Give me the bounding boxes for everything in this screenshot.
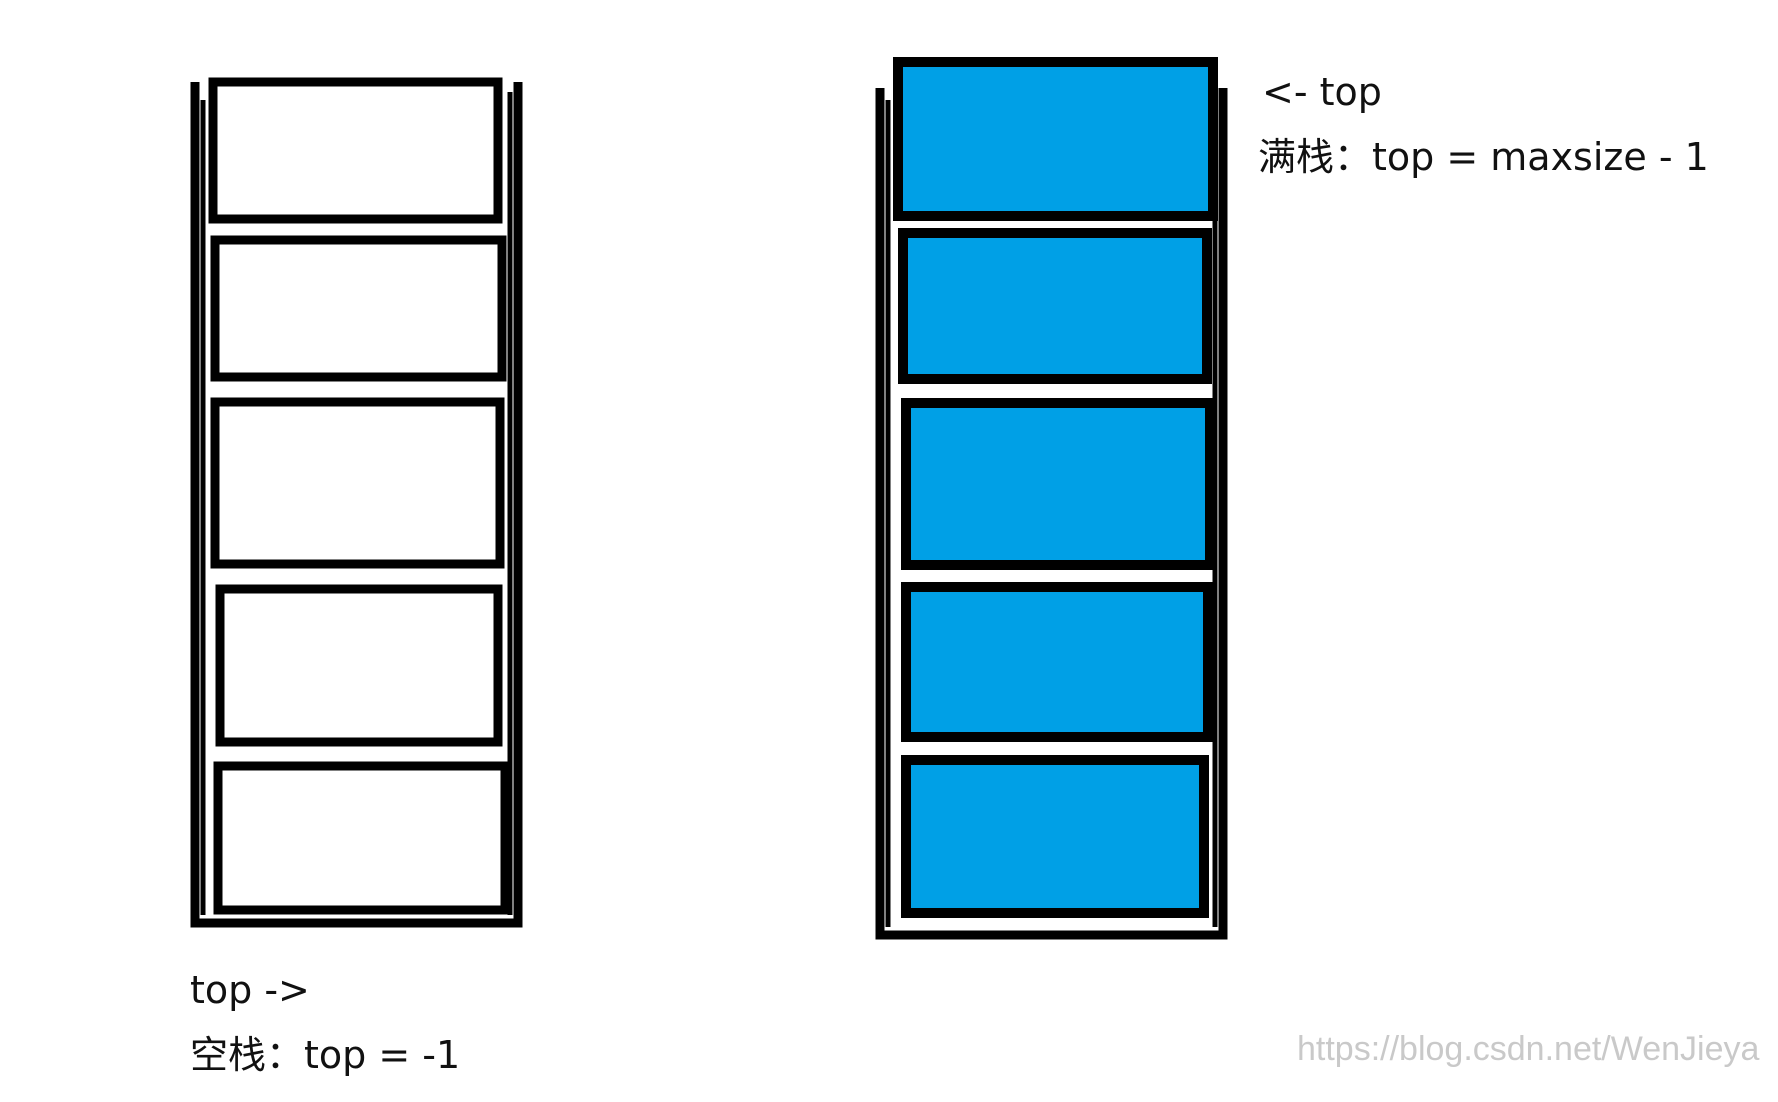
full-stack-pointer-label: <- top	[1262, 70, 1382, 114]
empty-stack-slot	[210, 235, 507, 382]
full-stack	[875, 57, 1228, 940]
full-stack-slot	[898, 228, 1212, 384]
full-stack-slot	[893, 57, 1218, 221]
empty-stack-caption: 空栈：top = -1	[190, 1033, 460, 1077]
empty-stack-slot	[210, 397, 505, 569]
empty-stack-container	[190, 82, 523, 928]
empty-stack	[190, 77, 523, 928]
full-stack-caption: 满栈：top = maxsize - 1	[1258, 135, 1709, 179]
watermark: https://blog.csdn.net/WenJieya	[1297, 1030, 1760, 1068]
empty-stack-slot	[213, 761, 510, 915]
full-stack-container	[875, 88, 1228, 940]
full-stack-slot	[901, 582, 1213, 742]
empty-stack-pointer-label: top ->	[190, 968, 310, 1012]
empty-stack-slot	[215, 584, 503, 747]
full-stack-slot	[901, 398, 1215, 570]
full-stack-slot	[901, 755, 1209, 918]
empty-stack-slot	[208, 77, 503, 224]
